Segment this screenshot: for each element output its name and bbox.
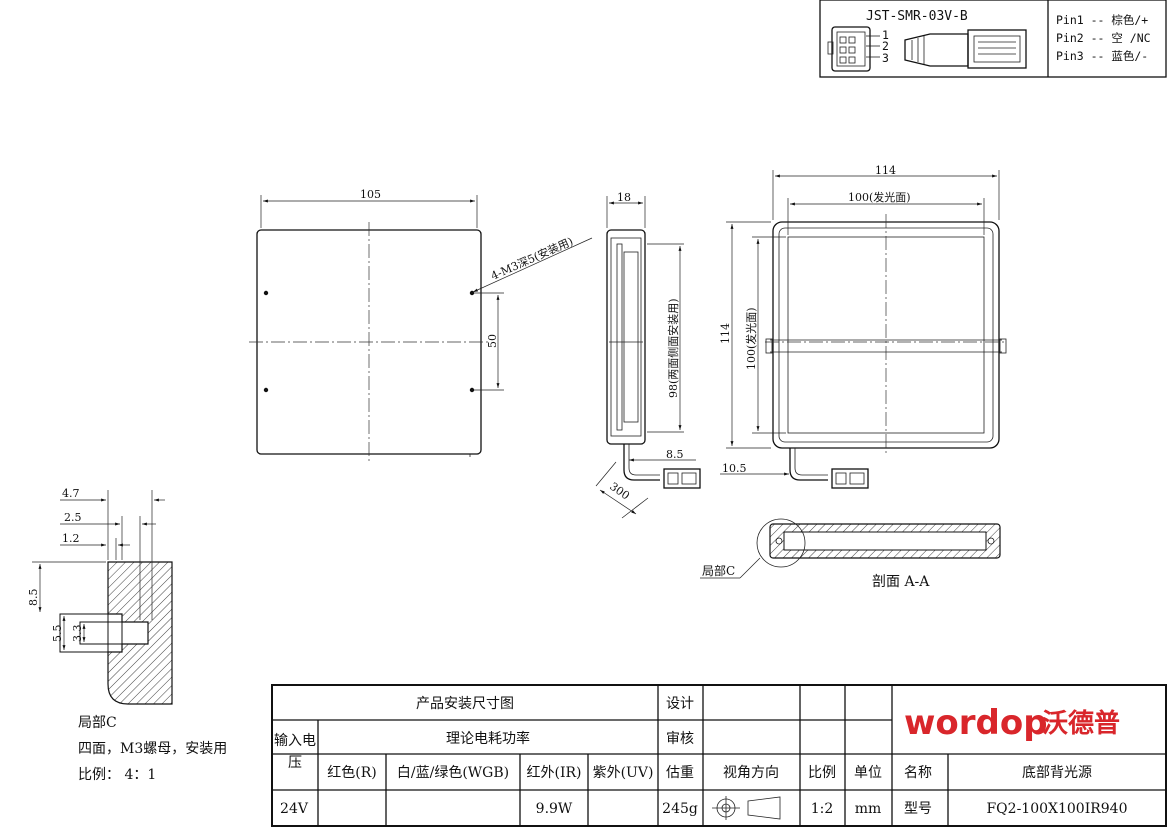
scale-label: 比例 [808,765,836,781]
mount-hole [263,387,269,393]
uv-label: 紫外(UV) [593,765,654,781]
hole-note: 4-M3深5(安装用) [489,234,576,283]
power-label: 理论电耗功率 [446,730,530,747]
side-thickness-dim: 18 [617,191,631,204]
section-title: 剖面 A-A [872,574,930,590]
section-aa: 局部C 剖面 A-A [700,518,1001,590]
weight-label: 估重 [666,765,694,781]
detail-note: 四面，M3螺母，安装用 [78,741,227,757]
unit-value: mm [855,801,882,817]
section-detail-label: 局部C [702,563,735,578]
review-label: 审核 [666,731,694,747]
front-view: 105 50 4-M3深5(安装用) [249,188,593,462]
pin1-desc: Pin1 -- 棕色/+ [1056,13,1148,27]
connector-face-icon [831,26,871,72]
side-panel-outline [606,229,646,445]
name-value: 底部背光源 [1022,765,1092,781]
back-view: 114 100(发光面) 114 100(发光面) 10.5 [719,164,1007,489]
model-label: 型号 [904,801,932,817]
pin-number-2: 2 [882,39,889,53]
detail-c-circle [756,518,806,568]
scale-value: 1:2 [811,801,834,817]
side-mount-note: 98(两面侧面安装用) [666,298,680,398]
pin2-desc: Pin2 -- 空 /NC [1056,31,1151,45]
red-label: 红色(R) [327,764,376,781]
detail-dim-3: 1.2 [62,532,80,545]
ir-power-value: 9.9W [536,801,573,817]
back-cable-offset-dim: 10.5 [722,462,747,475]
back-cable-connector-icon [831,468,869,489]
weight-value: 245g [662,801,698,817]
title-block: 产品安装尺寸图 设计 审核 理论电耗功率 输入电压 红色(R) 白/蓝/绿色(W… [271,684,1167,827]
side-cable-connector-icon [663,468,701,489]
wordop-logo: wordop 沃德普 [904,703,1120,743]
back-emit-height-dim: 100(发光面) [744,307,758,370]
pin3-desc: Pin3 -- 蓝色/- [1056,49,1148,63]
detail-dim-5: 5.5 [51,625,64,643]
detail-c-section [107,561,173,705]
side-view: 18 98(两面侧面安装用) 8.5 300 [595,191,701,519]
detail-c-view: 4.7 2.5 1.2 8.5 5.5 3.3 局部C 四面，M3螺母，安装用 … [27,487,227,783]
pin-number-3: 3 [882,51,889,65]
back-emit-width-dim: 100(发光面) [848,190,911,204]
drawing-title: 产品安装尺寸图 [416,696,514,712]
pin-number-1: 1 [882,28,889,42]
detail-dim-1: 4.7 [62,487,80,500]
detail-title: 局部C [78,715,117,731]
front-width-dim: 105 [360,188,381,201]
name-label: 名称 [904,765,932,781]
logo-latin: wordop [904,703,1048,743]
hole-spacing-dim: 50 [486,334,499,348]
projection-symbol-icon [712,796,781,820]
detail-dim-4: 8.5 [27,589,40,607]
wgb-label: 白/蓝/绿色(WGB) [397,764,509,781]
unit-label: 单位 [854,765,882,781]
detail-scale: 比例： 4：1 [78,767,156,783]
view-direction-label: 视角方向 [723,765,779,781]
voltage-value: 24V [280,801,309,817]
side-cable-offset-dim: 8.5 [666,448,684,461]
back-outer-height-dim: 114 [719,323,732,344]
connector-box: JST-SMR-03V-B 1 2 3 Pin1 -- 棕色/+ Pin2 --… [819,0,1167,78]
detail-dim-2: 2.5 [64,511,82,524]
mount-hole [469,387,475,393]
input-voltage-label: 输入电压 [274,733,316,771]
design-label: 设计 [666,696,694,712]
connector-model: JST-SMR-03V-B [866,9,968,24]
logo-chinese: 沃德普 [1042,708,1120,739]
mount-hole [263,290,269,296]
detail-dim-6: 3.3 [71,625,84,643]
ir-label: 红外(IR) [527,765,582,781]
model-value: FQ2-100X100IR940 [986,801,1127,817]
cable-length-dim: 300 [607,480,632,503]
back-outer-width-dim: 114 [875,164,896,177]
connector-side-icon [904,29,1027,69]
